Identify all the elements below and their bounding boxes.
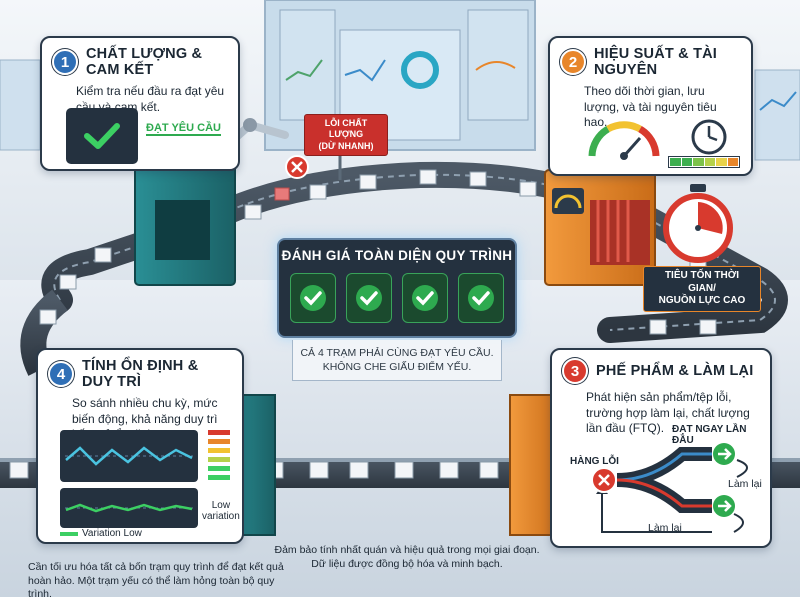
panel-header: 3 PHẾ PHẨM & LÀM LẠI bbox=[562, 358, 760, 384]
clock-icon bbox=[691, 119, 727, 155]
panel-defects-rework: 3 PHẾ PHẨM & LÀM LẠI Phát hiện sản phẩm/… bbox=[550, 348, 772, 548]
step-number-badge: 1 bbox=[52, 49, 78, 75]
step-number-badge: 3 bbox=[562, 358, 588, 384]
variation-chart-bottom bbox=[60, 488, 198, 528]
check-circle-icon bbox=[412, 285, 438, 311]
gauge-icon bbox=[588, 121, 660, 160]
panel-header: 1 CHẤT LƯỢNG & CAM KẾT bbox=[52, 46, 228, 78]
check-circle-icon bbox=[300, 285, 326, 311]
panel-title: TÍNH ỔN ĐỊNH & DUY TRÌ bbox=[82, 358, 199, 390]
legend-label: Variation Low bbox=[82, 528, 142, 539]
chart-legend: Variation Low bbox=[60, 528, 142, 539]
check-circle-icon bbox=[468, 285, 494, 311]
legend-swatch bbox=[60, 531, 78, 536]
station-check-4 bbox=[458, 273, 504, 323]
resource-level-bar bbox=[668, 156, 740, 168]
station-check-2 bbox=[346, 273, 392, 323]
bottom-left-note: Cần tối ưu hóa tất cả bốn trạm quy trình… bbox=[28, 561, 284, 597]
high-cost-label: TIÊU TỐN THỜI GIAN/ NGUỒN LỰC CAO bbox=[643, 266, 761, 312]
quality-error-sign: LỖI CHẤT LƯỢNG (DỪ NHANH) bbox=[304, 114, 388, 156]
bottom-center-note: Đảm bảo tính nhất quán và hiệu quả trong… bbox=[274, 544, 540, 570]
panel-performance-resources: 2 HIỆU SUẤT & TÀI NGUYÊN Theo dõi thời g… bbox=[548, 36, 753, 176]
first-pass-label: ĐẠT NGAY LẦN ĐẦU bbox=[672, 424, 747, 446]
low-variation-label: Low variation bbox=[202, 500, 240, 522]
check-icon bbox=[84, 123, 120, 149]
panel-description: Theo dõi thời gian, lưu lượng, và tài ng… bbox=[584, 84, 717, 130]
station-check-3 bbox=[402, 273, 448, 323]
panel-header: 2 HIỆU SUẤT & TÀI NGUYÊN bbox=[560, 46, 741, 78]
rework-flow-diagram bbox=[591, 443, 748, 533]
rework-label-right: Làm lại bbox=[728, 478, 762, 490]
variation-chart-top bbox=[60, 430, 198, 482]
quality-monitor bbox=[66, 108, 138, 164]
stopwatch-icon bbox=[663, 184, 733, 263]
process-evaluation-panel: ĐÁNH GIÁ TOÀN DIỆN QUY TRÌNH bbox=[277, 238, 517, 338]
check-circle-icon bbox=[356, 285, 382, 311]
step-number-badge: 2 bbox=[560, 49, 586, 75]
station-checks bbox=[279, 273, 515, 323]
panel-title: CHẤT LƯỢNG & CAM KẾT bbox=[86, 46, 203, 78]
variation-scale bbox=[208, 430, 230, 480]
center-note: CẢ 4 TRẠM PHẢI CÙNG ĐẠT YÊU CẦU. KHÔNG C… bbox=[292, 340, 502, 382]
station-check-1 bbox=[290, 273, 336, 323]
panel-header: 4 TÍNH ỔN ĐỊNH & DUY TRÌ bbox=[48, 358, 232, 390]
panel-title: HIỆU SUẤT & TÀI NGUYÊN bbox=[594, 46, 718, 78]
center-title: ĐÁNH GIÁ TOÀN DIỆN QUY TRÌNH bbox=[281, 248, 513, 263]
defect-label: HÀNG LỖI bbox=[570, 456, 619, 467]
status-label-pass: ĐẠT YÊU CẦU bbox=[146, 122, 221, 136]
panel-title: PHẾ PHẨM & LÀM LẠI bbox=[596, 363, 754, 379]
rework-label-bottom: Làm lại bbox=[648, 522, 682, 534]
panel-quality-commitment: 1 CHẤT LƯỢNG & CAM KẾT Kiểm tra nếu đầu … bbox=[40, 36, 240, 171]
panel-stability-sustainability: 4 TÍNH ỔN ĐỊNH & DUY TRÌ So sánh nhiều c… bbox=[36, 348, 244, 544]
step-number-badge: 4 bbox=[48, 361, 74, 387]
panel-description: Phát hiện sản phẩm/tệp lỗi, trường hợp l… bbox=[586, 390, 750, 436]
